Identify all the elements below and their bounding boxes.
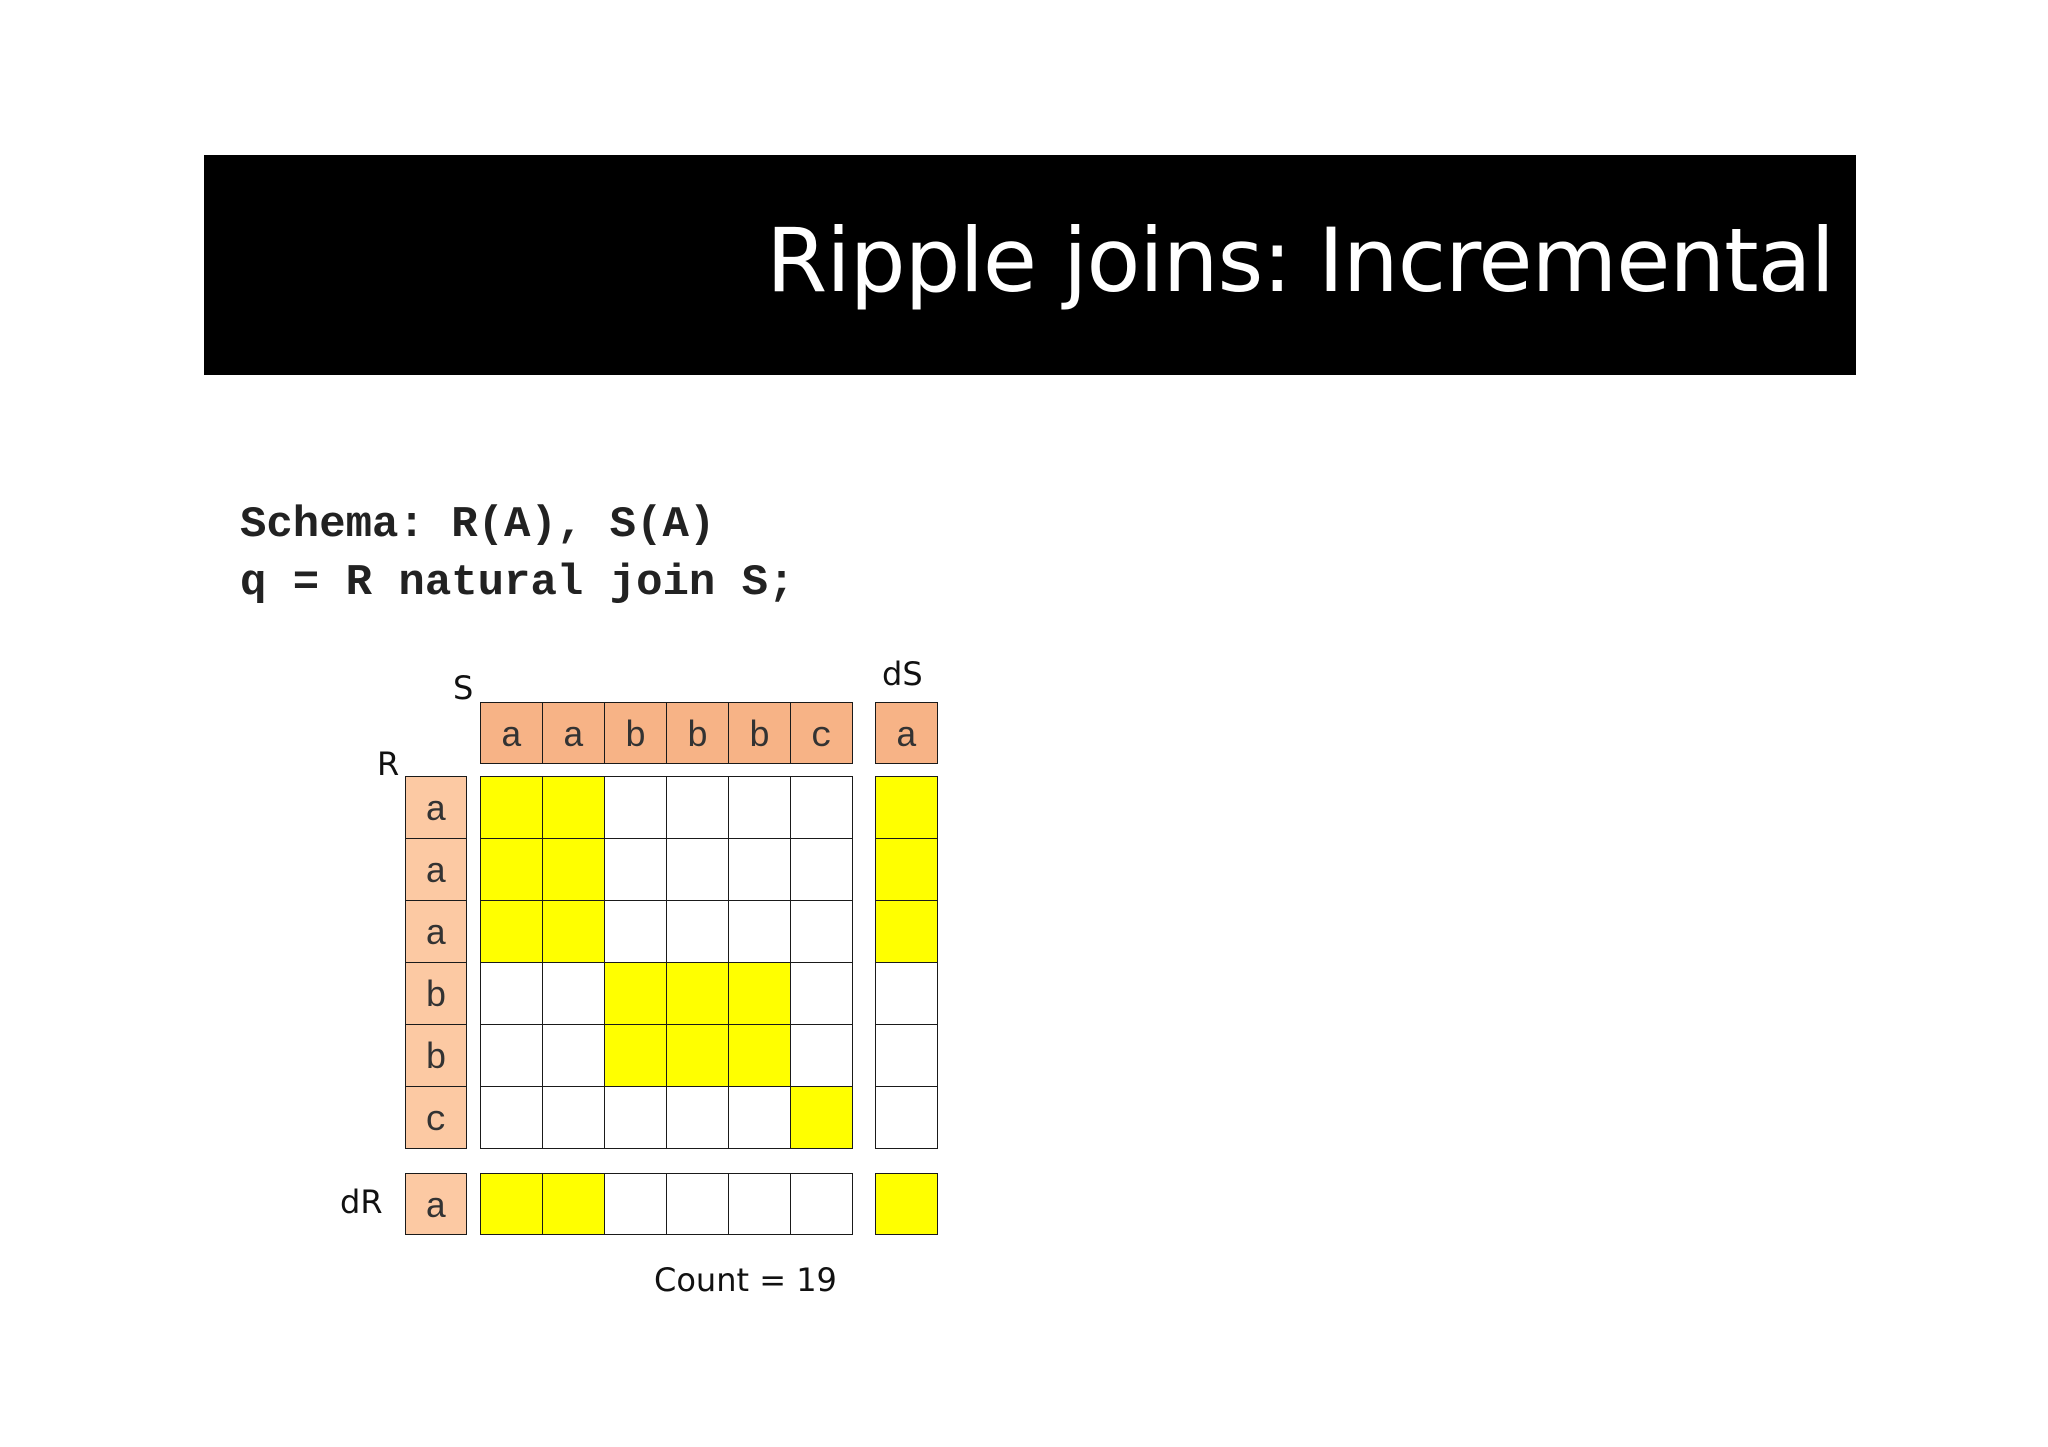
join-cell — [728, 1086, 791, 1149]
label-r: R — [377, 745, 400, 783]
slide-title: Ripple joins: Incremental — [766, 209, 1835, 312]
r-header-cell: a — [405, 776, 467, 839]
join-cell — [875, 1086, 938, 1149]
r-header-cell: a — [405, 900, 467, 963]
join-cell — [480, 1024, 543, 1087]
join-cell — [790, 838, 853, 901]
match-cell — [604, 1024, 667, 1087]
join-cell — [542, 1086, 605, 1149]
join-cell — [604, 838, 667, 901]
join-cell — [728, 776, 791, 839]
title-bar: Ripple joins: Incremental — [204, 155, 1856, 375]
s-header-cell: b — [604, 702, 667, 764]
match-cell — [666, 1024, 729, 1087]
s-header-cell: a — [480, 702, 543, 764]
label-dr: dR — [340, 1183, 383, 1221]
join-cell — [790, 900, 853, 963]
match-cell — [728, 962, 791, 1025]
join-cell — [604, 1173, 667, 1235]
match-cell — [542, 1173, 605, 1235]
match-cell — [604, 962, 667, 1025]
dr-header-cell: a — [405, 1173, 467, 1235]
match-cell — [875, 776, 938, 839]
join-cell — [875, 1024, 938, 1087]
r-header-cell: c — [405, 1086, 467, 1149]
match-cell — [728, 1024, 791, 1087]
join-cell — [728, 838, 791, 901]
join-cell — [790, 962, 853, 1025]
r-header-cell: a — [405, 838, 467, 901]
match-cell — [542, 776, 605, 839]
join-cell — [666, 900, 729, 963]
match-cell — [480, 776, 543, 839]
join-cell — [666, 776, 729, 839]
ds-header-cell: a — [875, 702, 938, 764]
s-header-cell: c — [790, 702, 853, 764]
join-cell — [728, 900, 791, 963]
match-cell — [480, 838, 543, 901]
s-header-cell: b — [728, 702, 791, 764]
join-cell — [875, 962, 938, 1025]
r-header-cell: b — [405, 1024, 467, 1087]
match-cell — [790, 1086, 853, 1149]
match-cell — [542, 900, 605, 963]
s-header-cell: a — [542, 702, 605, 764]
join-cell — [666, 1086, 729, 1149]
join-cell — [790, 1024, 853, 1087]
join-cell — [604, 776, 667, 839]
match-cell — [875, 900, 938, 963]
count-text: Count = 19 — [654, 1261, 837, 1299]
schema-line: Schema: R(A), S(A) — [240, 500, 716, 550]
match-cell — [542, 838, 605, 901]
match-cell — [875, 838, 938, 901]
join-cell — [790, 776, 853, 839]
r-header-cell: b — [405, 962, 467, 1025]
match-cell — [666, 962, 729, 1025]
join-cell — [542, 1024, 605, 1087]
join-cell — [728, 1173, 791, 1235]
join-cell — [542, 962, 605, 1025]
label-s: S — [453, 669, 474, 707]
match-cell — [875, 1173, 938, 1235]
match-cell — [480, 1173, 543, 1235]
join-cell — [790, 1173, 853, 1235]
join-cell — [604, 1086, 667, 1149]
join-cell — [480, 962, 543, 1025]
s-header-cell: b — [666, 702, 729, 764]
code-block: Schema: R(A), S(A) q = R natural join S; — [240, 496, 795, 612]
join-cell — [604, 900, 667, 963]
join-cell — [666, 1173, 729, 1235]
label-ds: dS — [882, 655, 923, 693]
match-cell — [480, 900, 543, 963]
query-line: q = R natural join S; — [240, 558, 795, 608]
join-cell — [666, 838, 729, 901]
join-cell — [480, 1086, 543, 1149]
